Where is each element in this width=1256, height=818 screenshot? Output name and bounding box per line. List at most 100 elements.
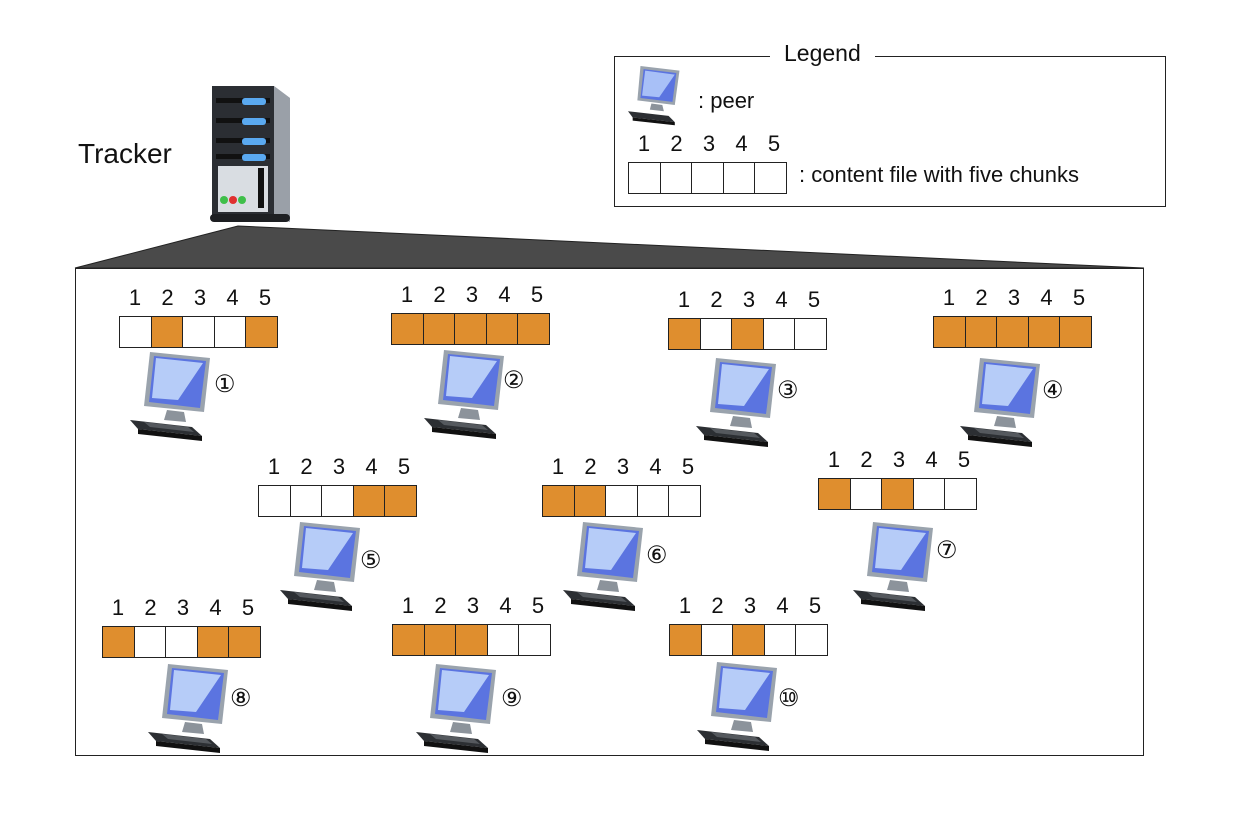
chunk-number: 2	[433, 282, 446, 307]
chunk-row	[668, 318, 827, 350]
chunk-number: 1	[267, 454, 281, 479]
chunk-filled	[228, 626, 261, 658]
chunk-filled	[391, 313, 424, 345]
chunk-number: 3	[742, 287, 756, 312]
chunk-empty	[258, 485, 291, 517]
chunk-row	[628, 162, 787, 194]
server-icon	[210, 86, 290, 222]
chunk-empty	[133, 626, 167, 658]
chunk-empty	[668, 485, 701, 517]
chunk-row	[933, 316, 1092, 348]
legend-peer-text: : peer	[698, 88, 755, 113]
chunk-number: 5	[241, 595, 255, 620]
computer-icon	[130, 352, 210, 441]
chunk-number: 4	[499, 593, 512, 618]
legend-title: Legend	[770, 40, 875, 67]
legend-computer-icon	[628, 66, 680, 126]
chunk-row	[669, 624, 828, 656]
chunk-row	[391, 313, 550, 345]
chunk-number: 4	[775, 287, 788, 312]
peer-number: ②	[503, 366, 525, 394]
chunk-filled	[731, 318, 764, 350]
chunk-number: 1	[128, 285, 142, 310]
chunk-filled	[732, 624, 765, 656]
legend-file-text: : content file with five chunks	[799, 162, 1080, 187]
chunk-filled	[818, 478, 851, 510]
chunk-number: 3	[465, 282, 479, 307]
chunk-filled	[933, 316, 966, 348]
chunk-filled	[245, 316, 278, 348]
chunk-number: 3	[466, 593, 480, 618]
chunk-number: 3	[616, 454, 630, 479]
chunk-number: 2	[161, 285, 174, 310]
peer-number: ⑧	[230, 684, 252, 712]
chunk-empty	[763, 624, 797, 656]
chunk-number: 5	[1072, 285, 1086, 310]
chunk-row	[119, 316, 278, 348]
chunk-number: 3	[193, 285, 207, 310]
peer-number: ⑩	[778, 684, 800, 712]
chunk-number: 2	[434, 593, 447, 618]
chunk-number: 1	[637, 131, 651, 156]
peer-number: ⑨	[501, 684, 523, 712]
chunk-filled	[542, 485, 575, 517]
chunk-number: 2	[975, 285, 988, 310]
chunk-filled	[422, 313, 456, 345]
chunk-number: 4	[925, 447, 938, 472]
tracker-label: Tracker	[78, 138, 172, 169]
chunk-empty	[754, 162, 787, 194]
chunk-number: 5	[808, 593, 822, 618]
chunk-empty	[165, 626, 198, 658]
chunk-filled	[964, 316, 998, 348]
chunk-filled	[384, 485, 417, 517]
computer-icon	[148, 664, 228, 753]
chunk-number: 3	[176, 595, 190, 620]
chunk-number: 3	[1007, 285, 1021, 310]
computer-icon	[424, 350, 504, 439]
chunk-empty	[795, 624, 828, 656]
computer-icon	[853, 522, 933, 611]
computer-icon	[280, 522, 360, 611]
chunk-number: 4	[498, 282, 511, 307]
chunk-number: 5	[531, 593, 545, 618]
chunk-filled	[196, 626, 230, 658]
computer-icon	[960, 358, 1040, 447]
chunk-row	[818, 478, 977, 510]
computer-icon	[696, 358, 776, 447]
chunk-number: 1	[942, 285, 956, 310]
chunk-number: 4	[209, 595, 222, 620]
chunk-number: 3	[332, 454, 346, 479]
peer-number: ⑤	[360, 546, 382, 574]
peer-number: ⑦	[936, 536, 958, 564]
computer-icon	[416, 664, 496, 753]
chunk-row	[542, 485, 701, 517]
chunk-empty	[213, 316, 247, 348]
peer-number: ⑥	[646, 541, 668, 569]
swarm-box	[75, 268, 1144, 756]
chunk-number: 2	[710, 287, 723, 312]
chunk-number: 5	[397, 454, 411, 479]
chunk-number: 1	[401, 593, 415, 618]
peer-number: ①	[214, 370, 236, 398]
chunk-number: 3	[892, 447, 906, 472]
chunk-number: 1	[827, 447, 841, 472]
chunk-number: 5	[530, 282, 544, 307]
peer-number: ④	[1042, 376, 1064, 404]
chunk-number: 5	[957, 447, 971, 472]
chunk-number: 5	[258, 285, 272, 310]
chunk-number: 5	[681, 454, 695, 479]
chunk-empty	[605, 485, 638, 517]
chunk-filled	[668, 318, 701, 350]
chunk-number: 5	[807, 287, 821, 312]
chunk-number: 4	[776, 593, 789, 618]
chunk-number: 1	[677, 287, 691, 312]
chunk-filled	[455, 624, 488, 656]
chunk-number: 1	[678, 593, 692, 618]
chunk-filled	[392, 624, 425, 656]
chunk-filled	[150, 316, 184, 348]
chunk-empty	[659, 162, 693, 194]
chunk-row	[392, 624, 551, 656]
